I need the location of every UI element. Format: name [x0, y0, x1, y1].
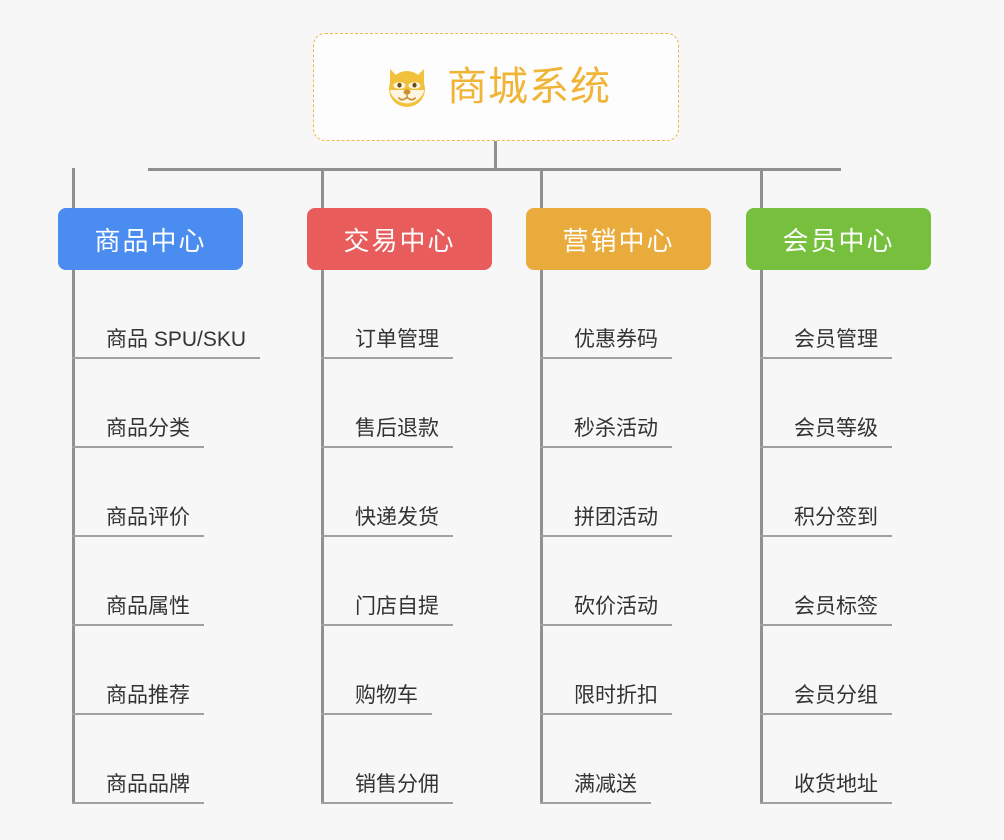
- leaf-underline: [72, 802, 204, 804]
- leaf-item[interactable]: 销售分佣: [321, 715, 453, 804]
- root-node[interactable]: 商城系统: [313, 33, 679, 141]
- leaf-item-label: 商品 SPU/SKU: [106, 327, 247, 351]
- branch-drop-connector-2: [540, 168, 543, 210]
- leaf-underline: [540, 535, 672, 537]
- leaf-underline: [540, 446, 672, 448]
- category-label: 会员中心: [782, 225, 895, 256]
- leaf-item-label: 限时折扣: [574, 683, 658, 707]
- leaf-item[interactable]: 会员管理: [760, 270, 892, 359]
- leaf-item-label: 商品分类: [106, 416, 190, 440]
- leaf-item-label: 售后退款: [355, 416, 439, 440]
- leaf-underline: [321, 802, 453, 804]
- leaf-item-label: 会员标签: [794, 594, 878, 618]
- leaf-underline: [760, 802, 892, 804]
- branch-spine: [760, 270, 763, 804]
- leaf-underline: [321, 624, 453, 626]
- leaf-item-label: 会员分组: [794, 683, 878, 707]
- leaf-underline: [540, 357, 672, 359]
- category-label: 营销中心: [562, 225, 675, 256]
- category-box-3[interactable]: 会员中心: [746, 208, 931, 270]
- leaf-item-label: 秒杀活动: [574, 416, 658, 440]
- leaf-underline: [321, 535, 453, 537]
- leaf-item-label: 购物车: [355, 683, 418, 707]
- leaf-item[interactable]: 会员分组: [760, 626, 892, 715]
- leaf-underline: [72, 446, 204, 448]
- leaf-item-label: 积分签到: [794, 505, 878, 529]
- branch-drop-connector-3: [760, 168, 763, 210]
- leaf-underline: [72, 535, 204, 537]
- leaf-underline: [321, 357, 453, 359]
- leaf-item-label: 门店自提: [355, 594, 439, 618]
- leaf-item[interactable]: 商品品牌: [72, 715, 204, 804]
- leaf-item[interactable]: 限时折扣: [540, 626, 672, 715]
- leaf-item-label: 销售分佣: [355, 772, 439, 796]
- leaf-item[interactable]: 快递发货: [321, 448, 453, 537]
- leaf-item-label: 会员管理: [794, 327, 878, 351]
- leaf-item-label: 商品属性: [106, 594, 190, 618]
- shiba-dog-face-icon: [381, 61, 433, 113]
- leaf-item-label: 会员等级: [794, 416, 878, 440]
- leaf-item[interactable]: 门店自提: [321, 537, 453, 626]
- branch-drop-connector-1: [321, 168, 324, 210]
- leaf-item[interactable]: 秒杀活动: [540, 359, 672, 448]
- leaf-underline: [540, 713, 672, 715]
- leaf-underline: [760, 357, 892, 359]
- leaf-underline: [760, 713, 892, 715]
- leaf-underline: [540, 624, 672, 626]
- leaf-item[interactable]: 满减送: [540, 715, 651, 804]
- leaf-item-label: 满减送: [574, 772, 637, 796]
- root-stem-connector: [494, 141, 497, 170]
- horizontal-bus-connector: [148, 168, 841, 171]
- leaf-item-label: 收货地址: [794, 772, 878, 796]
- leaf-underline: [760, 446, 892, 448]
- leaf-item[interactable]: 商品 SPU/SKU: [72, 270, 261, 359]
- branch-drop-connector-0: [72, 168, 75, 210]
- leaf-item[interactable]: 商品属性: [72, 537, 204, 626]
- leaf-item-label: 砍价活动: [574, 594, 658, 618]
- leaf-item[interactable]: 商品分类: [72, 359, 204, 448]
- category-label: 商品中心: [94, 225, 207, 256]
- leaf-item-label: 商品评价: [106, 505, 190, 529]
- leaf-item-label: 优惠券码: [574, 327, 658, 351]
- leaf-underline: [72, 624, 204, 626]
- leaf-underline: [321, 446, 453, 448]
- leaf-item[interactable]: 拼团活动: [540, 448, 672, 537]
- leaf-underline: [540, 802, 651, 804]
- leaf-item[interactable]: 砍价活动: [540, 537, 672, 626]
- leaf-item[interactable]: 会员等级: [760, 359, 892, 448]
- leaf-item[interactable]: 购物车: [321, 626, 432, 715]
- category-box-0[interactable]: 商品中心: [58, 208, 243, 270]
- leaf-underline: [72, 713, 204, 715]
- leaf-item-label: 快递发货: [355, 505, 439, 529]
- leaf-item[interactable]: 积分签到: [760, 448, 892, 537]
- leaf-item[interactable]: 优惠券码: [540, 270, 672, 359]
- leaf-underline: [760, 624, 892, 626]
- branch-spine: [72, 270, 75, 804]
- leaf-item[interactable]: 收货地址: [760, 715, 892, 804]
- leaf-item-label: 订单管理: [355, 327, 439, 351]
- leaf-item[interactable]: 商品评价: [72, 448, 204, 537]
- leaf-item-label: 商品推荐: [106, 683, 190, 707]
- category-box-2[interactable]: 营销中心: [526, 208, 711, 270]
- branch-spine: [321, 270, 324, 804]
- leaf-item[interactable]: 订单管理: [321, 270, 453, 359]
- leaf-item-label: 拼团活动: [574, 505, 658, 529]
- leaf-underline: [321, 713, 432, 715]
- branch-spine: [540, 270, 543, 804]
- leaf-underline: [760, 535, 892, 537]
- leaf-item[interactable]: 商品推荐: [72, 626, 204, 715]
- root-title: 商城系统: [447, 65, 611, 109]
- leaf-underline: [72, 357, 261, 359]
- leaf-item[interactable]: 会员标签: [760, 537, 892, 626]
- category-box-1[interactable]: 交易中心: [307, 208, 492, 270]
- leaf-item[interactable]: 售后退款: [321, 359, 453, 448]
- leaf-item-label: 商品品牌: [106, 772, 190, 796]
- category-label: 交易中心: [343, 225, 456, 256]
